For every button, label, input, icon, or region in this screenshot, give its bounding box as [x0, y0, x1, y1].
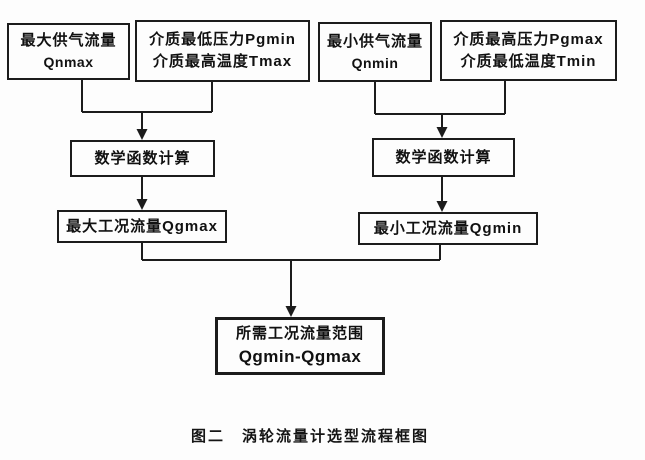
- node-symbol: Qgmin-Qgmax: [238, 346, 362, 366]
- arrowhead-into-qgmax: [136, 199, 148, 210]
- node-label: 最大供气流量: [20, 32, 117, 50]
- node-required-flow-range: 所需工况流量范围 Qgmin-Qgmax: [215, 317, 385, 375]
- node-label: 最小供气流量: [326, 32, 423, 50]
- node-max-pressure-min-temp: 介质最高压力Pgmax 介质最低温度Tmin: [440, 20, 617, 81]
- connector-right-input-merge: [374, 81, 506, 129]
- node-label: 所需工况流量范围: [235, 324, 364, 342]
- node-math-function-left: 数学函数计算: [70, 140, 215, 177]
- node-label: 介质最高温度Tmax: [152, 53, 293, 70]
- arrowhead-into-result: [285, 306, 297, 317]
- node-min-supply-flow: 最小供气流量 Qnmin: [318, 22, 432, 82]
- connector-result-merge: [141, 242, 441, 308]
- node-label: 数学函数计算: [94, 149, 191, 167]
- arrowhead-into-math-left: [136, 129, 148, 140]
- node-label: 最大工况流量Qgmax: [66, 217, 218, 235]
- node-label: 介质最低压力Pgmin: [149, 31, 296, 49]
- node-max-operating-flow: 最大工况流量Qgmax: [57, 210, 227, 243]
- figure-caption: 图二 涡轮流量计选型流程框图: [190, 428, 429, 445]
- node-label: 最小工况流量Qgmin: [373, 219, 523, 237]
- arrowhead-into-math-right: [436, 127, 448, 138]
- node-max-supply-flow: 最大供气流量 Qnmax: [7, 23, 130, 80]
- connector-left-input-merge: [81, 80, 213, 131]
- node-symbol: Qnmax: [43, 54, 94, 71]
- node-min-pressure-max-temp: 介质最低压力Pgmin 介质最高温度Tmax: [135, 20, 310, 82]
- node-label: 数学函数计算: [395, 148, 492, 166]
- arrowhead-into-qgmin: [436, 201, 448, 212]
- node-math-function-right: 数学函数计算: [372, 138, 515, 177]
- node-min-operating-flow: 最小工况流量Qgmin: [358, 212, 538, 245]
- node-label: 介质最低温度Tmin: [460, 52, 597, 70]
- node-symbol: Qnmin: [351, 54, 399, 71]
- node-label: 介质最高压力Pgmax: [453, 30, 604, 48]
